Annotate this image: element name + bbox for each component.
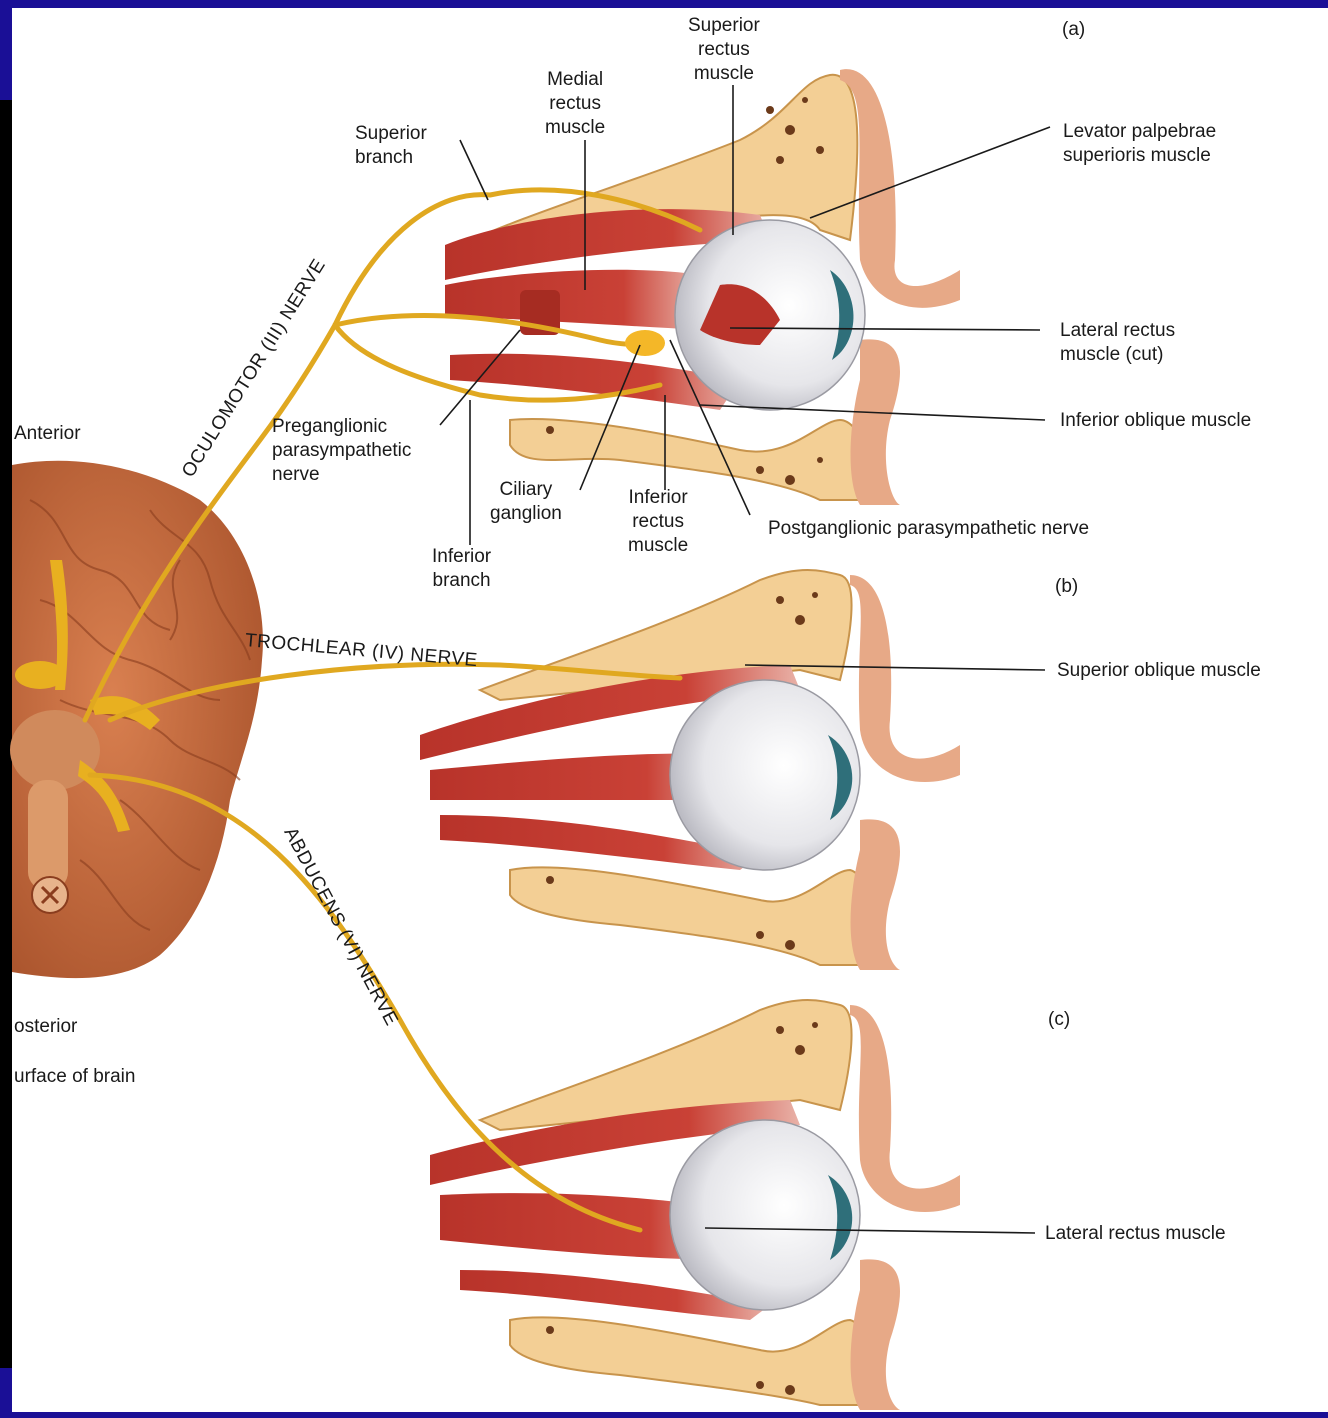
brain-inferior-view	[10, 461, 263, 978]
panel-a-orbit	[335, 69, 960, 505]
label-medial-rectus: Medial rectus muscle	[545, 68, 605, 140]
label-postganglionic-nerve: Postganglionic parasympathetic nerve	[768, 517, 1089, 541]
label-posterior: osterior	[14, 1015, 77, 1039]
label-lateral-rectus-cut: Lateral rectus muscle (cut)	[1060, 319, 1175, 367]
label-superior-oblique: Superior oblique muscle	[1057, 659, 1261, 683]
label-preganglionic-nerve: Preganglionic parasympathetic nerve	[272, 415, 411, 487]
panel-label-b: (b)	[1055, 575, 1078, 599]
label-inferior-rectus: Inferior rectus muscle	[628, 486, 688, 558]
label-anterior: Anterior	[14, 422, 81, 446]
label-superior-branch: Superior branch	[355, 122, 427, 170]
label-lateral-rectus: Lateral rectus muscle	[1045, 1222, 1226, 1246]
label-ciliary-ganglion: Ciliary ganglion	[490, 478, 562, 526]
panel-label-a: (a)	[1062, 18, 1085, 42]
label-inferior-branch: Inferior branch	[432, 545, 491, 593]
label-superior-rectus: Superior rectus muscle	[688, 14, 760, 86]
label-inferior-oblique: Inferior oblique muscle	[1060, 409, 1251, 433]
panel-label-c: (c)	[1048, 1008, 1070, 1032]
label-levator-palpebrae: Levator palpebrae superioris muscle	[1063, 120, 1216, 168]
label-surface-of-brain: urface of brain	[14, 1065, 135, 1089]
